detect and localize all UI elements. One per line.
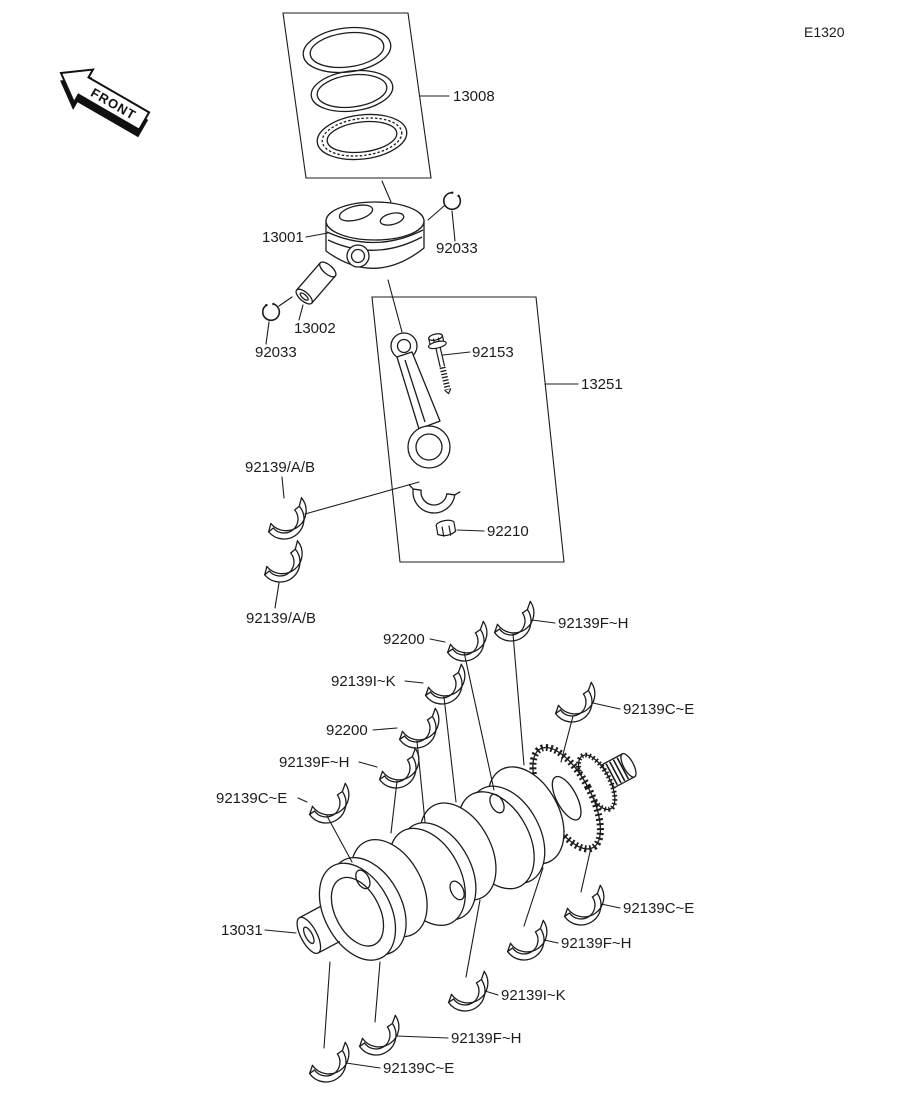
- callout-main-fh-c[interactable]: 92139F~H: [561, 935, 631, 952]
- main-bearing-shell: [504, 919, 559, 969]
- page-code: E1320: [804, 24, 845, 40]
- callout-rod-bearing-lower[interactable]: 92139/A/B: [246, 610, 316, 627]
- callout-connecting-rod[interactable]: 13251: [581, 376, 623, 393]
- journal-line: [326, 815, 353, 863]
- front-arrow-outline: [59, 68, 151, 132]
- leader-line: [543, 939, 559, 944]
- callout-main-92200-a[interactable]: 92200: [383, 631, 425, 648]
- conrod-box: [371, 296, 565, 563]
- leader-line: [298, 304, 304, 321]
- leader-line: [442, 351, 471, 356]
- journal-line: [443, 696, 457, 803]
- journal-line: [465, 899, 481, 978]
- leader-line: [358, 761, 378, 768]
- leader-line: [297, 797, 308, 803]
- main-bearing-shell: [491, 600, 546, 650]
- callout-main-fh-b[interactable]: 92139F~H: [279, 754, 349, 771]
- leader-line: [395, 1035, 449, 1039]
- rod-bearing-shell: [260, 540, 315, 591]
- callout-main-ik-a[interactable]: 92139I~K: [331, 673, 396, 690]
- leader-line: [281, 476, 285, 499]
- main-bearing-shell: [561, 884, 616, 934]
- circlip-drawing: [440, 188, 464, 213]
- main-bearing-shell: [306, 782, 361, 832]
- main-bearing-shell: [396, 707, 451, 757]
- journal-line: [374, 961, 381, 1023]
- leader-line: [304, 481, 420, 515]
- piston-pin-drawing: [295, 261, 337, 305]
- leader-line: [484, 990, 499, 996]
- callout-main-fh-a[interactable]: 92139F~H: [558, 615, 628, 632]
- journal-line: [512, 633, 525, 766]
- leader-line: [345, 1062, 381, 1069]
- callout-piston-pin-clip-right[interactable]: 92033: [436, 240, 478, 257]
- main-bearing-shell: [444, 620, 499, 670]
- leader-line: [427, 205, 445, 221]
- callout-main-ik-b[interactable]: 92139I~K: [501, 987, 566, 1004]
- callout-main-ce-b[interactable]: 92139C~E: [216, 790, 287, 807]
- leader-line: [278, 296, 293, 307]
- journal-line: [390, 780, 398, 834]
- rod-bolt-drawing: [427, 333, 452, 395]
- leader-line: [305, 232, 329, 238]
- main-bearing-shell: [445, 970, 500, 1020]
- callout-connecting-rod-bolt[interactable]: 92153: [472, 344, 514, 361]
- journal-line: [523, 867, 544, 927]
- leader-line: [600, 903, 621, 909]
- callout-rod-bearing-upper[interactable]: 92139/A/B: [245, 459, 315, 476]
- leader-line: [531, 619, 556, 624]
- front-arrow: FRONT: [59, 68, 151, 138]
- main-bearing-shell: [356, 1014, 411, 1064]
- leader-line: [404, 680, 424, 684]
- callout-piston[interactable]: 13001: [262, 229, 304, 246]
- leader-line: [381, 180, 392, 203]
- callout-main-ce-d[interactable]: 92139C~E: [383, 1060, 454, 1077]
- leader-line: [592, 702, 621, 710]
- journal-line: [463, 651, 495, 791]
- journal-line: [580, 851, 591, 893]
- journal-line: [416, 740, 426, 823]
- main-bearing-shell: [422, 663, 477, 713]
- connecting-rod-drawing: [390, 332, 461, 514]
- ring-set-box: [282, 12, 432, 179]
- callout-main-92200-b[interactable]: 92200: [326, 722, 368, 739]
- callout-piston-pin-clip-left[interactable]: 92033: [255, 344, 297, 361]
- main-bearing-shell: [552, 681, 607, 731]
- callout-main-fh-d[interactable]: 92139F~H: [451, 1030, 521, 1047]
- main-bearing-shell: [306, 1041, 361, 1091]
- leader-line: [264, 929, 297, 934]
- journal-line: [560, 715, 574, 763]
- callout-piston-ring-set[interactable]: 13008: [453, 88, 495, 105]
- circlip-drawing: [259, 300, 283, 323]
- crankshaft-drawing: [296, 744, 637, 961]
- callout-crankshaft[interactable]: 13031: [221, 922, 263, 939]
- leader-line: [456, 529, 485, 532]
- piston-drawing: [325, 201, 425, 269]
- callout-main-ce-c[interactable]: 92139C~E: [623, 900, 694, 917]
- callout-main-ce-a[interactable]: 92139C~E: [623, 701, 694, 718]
- leader-line: [274, 582, 280, 609]
- leader-line: [372, 727, 398, 731]
- piston-rings-drawing: [302, 26, 408, 161]
- rod-nut-drawing: [435, 519, 457, 537]
- leader-line: [265, 321, 270, 345]
- journal-line: [323, 961, 331, 1049]
- rod-bearing-shell: [264, 497, 319, 548]
- callout-piston-pin[interactable]: 13002: [294, 320, 336, 337]
- leader-line: [429, 638, 446, 643]
- leader-line: [387, 279, 403, 333]
- leader-line: [451, 210, 456, 242]
- callout-rod-nut[interactable]: 92210: [487, 523, 529, 540]
